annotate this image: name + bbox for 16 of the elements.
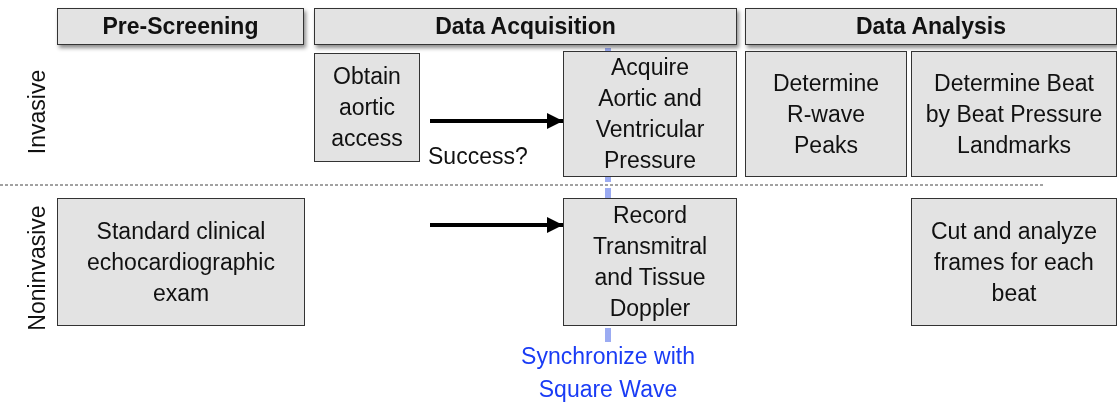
lane-label: Invasive — [22, 69, 51, 155]
phase-header: Data Analysis — [745, 8, 1117, 45]
process-box: Record Transmitral and Tissue Doppler — [563, 198, 737, 326]
phase-header: Pre-Screening — [57, 8, 304, 45]
process-box: Standard clinical echocardiographic exam — [57, 198, 305, 326]
lane-label: Noninvasive — [22, 205, 51, 331]
sync-note: Synchronize with Square Wave — [520, 342, 696, 404]
edge-label: Success? — [428, 143, 528, 170]
arrow — [430, 217, 563, 233]
process-box: Determine R-wave Peaks — [745, 51, 907, 177]
process-box: Obtain aortic access — [314, 53, 420, 162]
process-box: Determine Beat by Beat Pressure Landmarks — [911, 51, 1117, 177]
phase-header: Data Acquisition — [314, 8, 737, 45]
arrow — [430, 113, 563, 129]
process-box: Cut and analyze frames for each beat — [911, 198, 1117, 326]
process-box: Acquire Aortic and Ventricular Pressure — [563, 51, 737, 177]
